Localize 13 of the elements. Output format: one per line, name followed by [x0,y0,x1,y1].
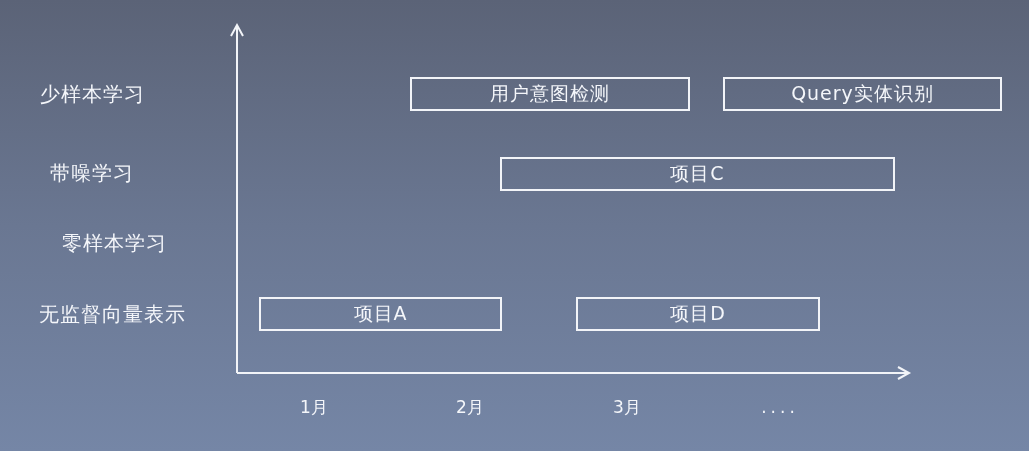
task-bar: 项目A [259,297,502,331]
task-bar: 项目D [576,297,820,331]
row-label: 少样本学习 [39,80,145,108]
month-label: 1月 [300,395,328,419]
row-label: 无监督向量表示 [38,300,186,328]
row-label: 带噪学习 [50,159,134,187]
task-bar: 用户意图检测 [410,77,690,111]
row-label: 零样本学习 [61,229,167,257]
month-label: .... [761,397,799,417]
month-label: 2月 [456,395,484,419]
task-bar: 项目C [500,157,895,191]
task-bar: Query实体识别 [723,77,1002,111]
month-label: 3月 [613,395,641,419]
